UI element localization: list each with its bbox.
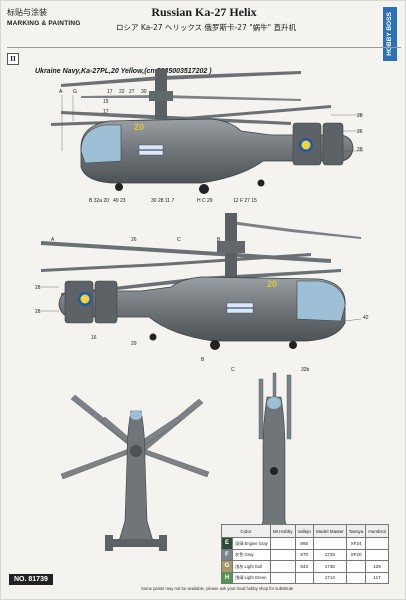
cell [312, 537, 347, 550]
color-name: 灰色 Gray [232, 548, 271, 561]
callout: 42 [363, 315, 369, 321]
callout: 16 [91, 335, 97, 341]
callout: G [73, 89, 77, 95]
cell: 870 [294, 548, 314, 561]
cell: XF20 [345, 548, 367, 561]
side-number-20: 20 [134, 122, 144, 132]
color-code: F [221, 548, 233, 561]
side-number-20-right: 20 [267, 279, 277, 289]
callout: 40 23 [113, 198, 126, 204]
header-cn-label: 标贴与涂装 [7, 8, 47, 17]
cell: 866 [294, 537, 314, 550]
cell: 129 [365, 560, 389, 573]
cell: 117 [365, 571, 389, 584]
col-header: Vallejo [294, 524, 314, 538]
callout: 22 [119, 89, 125, 95]
cell: 1713 [312, 571, 347, 584]
color-name: 浅绿 Light Green [232, 571, 271, 584]
color-name: 浅灰 Light Gull [232, 560, 271, 573]
color-code: E [221, 537, 233, 550]
callout: 30 [141, 89, 147, 95]
callout: H C 29 [197, 198, 213, 204]
callout: C [177, 237, 181, 243]
cell [269, 548, 296, 561]
page-title: Russian Ka-27 Helix [151, 5, 257, 19]
cell [294, 571, 314, 584]
callout: 26 [357, 129, 363, 135]
callout: B [217, 237, 221, 243]
table-row: E 深绿 Engine Gray 866 XF24 [221, 537, 389, 550]
col-header: Mr.Hobby [269, 524, 296, 538]
col-header: Tamiya [345, 524, 367, 538]
callout: B 32a 20 [89, 198, 110, 204]
scheme-caption: Ukraine Navy,Ka-27PL,20 Yellow,(cn.52350… [35, 68, 212, 75]
bottom-view [243, 372, 305, 549]
color-code: G [221, 560, 233, 573]
callout: 28 [35, 285, 41, 291]
table-row: F 灰色 Gray 870 1725 XF20 [221, 548, 389, 561]
footer-note: Some paints may not be available, please… [141, 586, 294, 591]
callout: 12 F 27 15 [233, 198, 257, 204]
callout: A [51, 237, 55, 243]
callout: 29 [131, 341, 137, 347]
product-number: NO. 81739 [9, 574, 53, 585]
cell [365, 537, 389, 550]
section-number: II [7, 53, 19, 65]
col-header: Color [221, 524, 271, 538]
table-header-row: Color Mr.Hobby Vallejo Model Master Tami… [221, 524, 389, 538]
cell [269, 560, 296, 573]
callout: C [231, 367, 235, 373]
callout: 17 [107, 89, 113, 95]
color-name: 深绿 Engine Gray [232, 537, 271, 550]
cell [269, 537, 296, 550]
callout: A [59, 89, 63, 95]
cell: 1730 [312, 560, 347, 573]
table-row: H 浅绿 Light Green 1713 117 [221, 571, 389, 584]
color-reference-table: Color Mr.Hobby Vallejo Model Master Tami… [221, 524, 389, 584]
page-subtitle: ロシア Ka-27 ヘリックス 俄罗斯卡-27 "蜗牛" 直升机 [116, 23, 296, 32]
right-profile-view: 20 [41, 213, 362, 350]
callout: 26 [131, 237, 137, 243]
callout: B [201, 357, 205, 363]
cell: XF24 [345, 537, 367, 550]
left-profile-view: 20 [51, 69, 363, 194]
header-marking-label: MARKING & PAINTING [7, 20, 81, 27]
color-code: H [221, 571, 233, 584]
callout: 28 [357, 113, 363, 119]
callout: 30 28 11 7 [151, 198, 175, 204]
callout: 28 [357, 147, 363, 153]
col-header: Humbrol [365, 524, 389, 538]
header-left: 标贴与涂装 MARKING & PAINTING [7, 7, 81, 29]
callout: 32b [301, 367, 310, 373]
cell [345, 560, 367, 573]
callout: 15 [103, 99, 109, 105]
table-row: G 浅灰 Light Gull 843 1730 129 [221, 560, 389, 573]
cell [365, 548, 389, 561]
col-header: Model Master [312, 524, 347, 538]
cell: 843 [294, 560, 314, 573]
callout: 17 [103, 109, 109, 115]
top-view [60, 394, 210, 551]
divider [7, 47, 401, 48]
cell [345, 571, 367, 584]
callout: 28 [35, 309, 41, 315]
callout: 27 [129, 89, 135, 95]
cell [269, 571, 296, 584]
cell: 1725 [312, 548, 347, 561]
